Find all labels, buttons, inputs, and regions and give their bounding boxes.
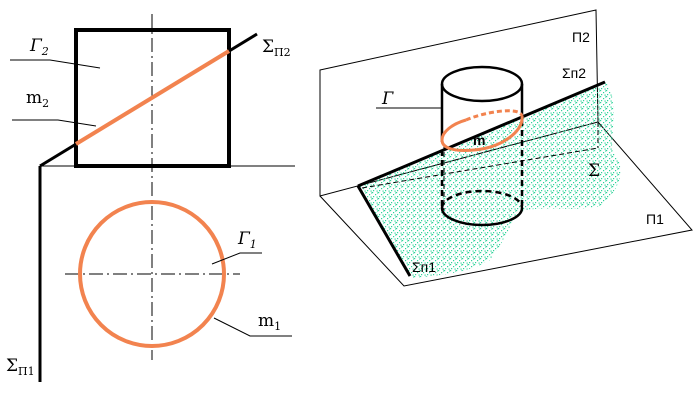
curve-m-visible xyxy=(440,115,524,152)
label-m-3d: m xyxy=(473,132,485,148)
label-m2: m2 xyxy=(26,88,49,110)
label-sigma-3d: Σ xyxy=(588,161,600,181)
orthographic-view: Γ2 m2 ΣП2 Γ1 m1 ΣП1 xyxy=(6,14,295,382)
label-sigma-p1-3d: Σп1 xyxy=(412,259,436,275)
label-gamma2: Γ2 xyxy=(29,36,49,58)
cylinder-top xyxy=(440,65,524,103)
leader-g2 xyxy=(10,59,101,69)
label-sigma-p2: ΣП2 xyxy=(262,37,291,59)
label-gamma-3d: Г xyxy=(381,89,394,109)
label-m1: m1 xyxy=(258,311,281,333)
cylinder-bottom-front xyxy=(440,207,524,227)
curve-m-hidden xyxy=(465,109,524,122)
curve-m2 xyxy=(74,49,231,146)
label-pi2-3d: П2 xyxy=(572,29,590,45)
curve-m1-circle xyxy=(78,200,226,348)
label-pi1-3d: П1 xyxy=(646,211,664,227)
leader-m1 xyxy=(213,317,292,337)
cylinder-front-projection xyxy=(74,28,231,168)
plane-sigma-region xyxy=(358,82,621,278)
sigma-trace-p2-3d xyxy=(357,80,606,188)
sigma-trace-p1-3d xyxy=(356,185,412,277)
axonometric-view: П2 Г m Σп2 Σ П1 Σп1 xyxy=(319,9,693,287)
label-sigma-p2-3d: Σп2 xyxy=(562,65,586,81)
label-gamma1: Γ1 xyxy=(237,229,257,251)
leader-m2 xyxy=(12,119,97,127)
plane-p1 xyxy=(319,121,693,287)
cylinder-bottom-back xyxy=(440,189,524,209)
leader-g1 xyxy=(211,252,262,265)
label-sigma-p1: ΣП1 xyxy=(6,356,35,378)
